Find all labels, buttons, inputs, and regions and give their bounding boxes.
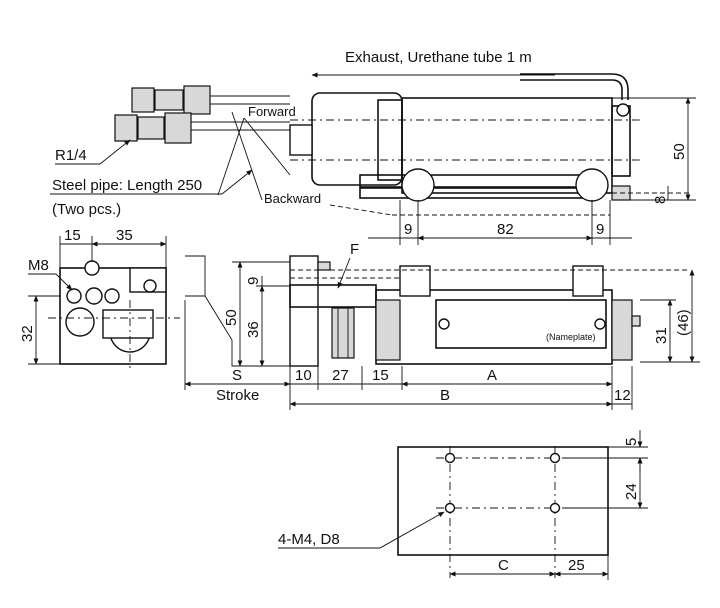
main-cylinder [375, 289, 613, 365]
forward-label: Forward [248, 104, 296, 119]
dim-31: 31 [653, 327, 670, 344]
stroke-label: Stroke [216, 387, 259, 404]
dim-82: 82 [497, 221, 514, 238]
top-view: Exhaust, Urethane tube 1 m [50, 49, 696, 245]
cylinder-head [311, 92, 403, 186]
dim-27: 27 [332, 367, 349, 384]
roller-right [575, 168, 609, 202]
nameplate [435, 299, 607, 349]
dim-36: 36 [245, 321, 262, 338]
front-view: F (Nameplate) 50 36 9 31 (46) [184, 241, 700, 410]
dim-24: 24 [623, 483, 640, 500]
end-view: 15 35 32 M8 [19, 227, 180, 372]
m8-label: M8 [28, 257, 49, 274]
dim-50-mid: 50 [223, 309, 240, 326]
dim-46: (46) [675, 309, 692, 336]
hole-1 [444, 452, 456, 464]
two-pcs-label: (Two pcs.) [52, 201, 121, 218]
b-label: B [440, 387, 450, 404]
f-label: F [350, 241, 359, 258]
dim-10: 10 [295, 367, 312, 384]
holes-label: 4-M4, D8 [278, 531, 340, 548]
dim-9-right: 9 [596, 221, 604, 238]
port-block [289, 124, 313, 156]
exhaust-label: Exhaust, Urethane tube 1 m [345, 49, 532, 66]
nameplate-label: (Nameplate) [546, 332, 596, 342]
dim-15: 15 [64, 227, 81, 244]
bottom-view: 4-M4, D8 5 24 C 25 [278, 430, 648, 580]
dim-5: 5 [623, 438, 640, 446]
dim-35: 35 [116, 227, 133, 244]
dim-32: 32 [19, 325, 36, 342]
urethane-tube [520, 73, 629, 100]
end-view-body [59, 267, 167, 365]
pipe-fittings [114, 85, 290, 144]
dim-12: 12 [614, 387, 631, 404]
mounting-plate [397, 446, 609, 556]
hole-4 [549, 502, 561, 514]
dim-50-top: 50 [671, 143, 688, 160]
backward-label: Backward [264, 191, 321, 206]
dim-25: 25 [568, 557, 585, 574]
dim-15-b: 15 [372, 367, 389, 384]
end-block [611, 105, 631, 177]
roller-left [401, 168, 435, 202]
s-label: S [232, 367, 242, 384]
dim-9-left: 9 [404, 221, 412, 238]
c-label: C [498, 557, 509, 574]
r14-label: R1/4 [55, 147, 87, 164]
hole-2 [549, 452, 561, 464]
slider-block [289, 255, 319, 367]
dim-8: 8 [652, 196, 669, 204]
steel-pipe-label: Steel pipe: Length 250 [52, 177, 202, 194]
a-label: A [487, 367, 497, 384]
hole-3 [444, 502, 456, 514]
dim-9-v: 9 [245, 277, 262, 285]
